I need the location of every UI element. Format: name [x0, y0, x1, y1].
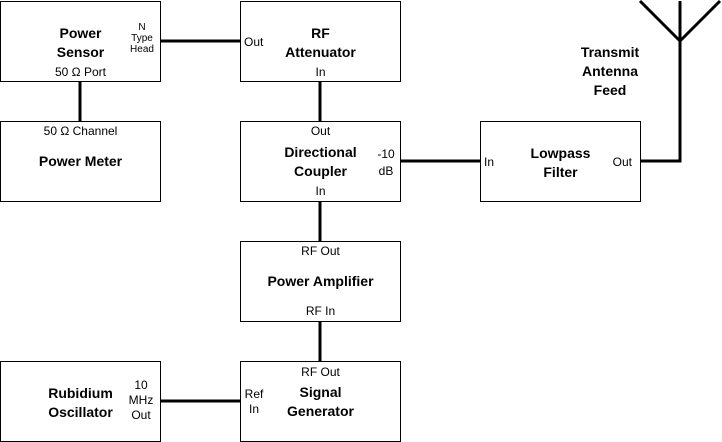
label-line: Antenna [582, 63, 638, 79]
directional-coupler-block: Out Directional Coupler In -10 dB [240, 121, 401, 202]
power-meter-port-top: 50 Ω Channel [43, 124, 118, 138]
label-line: Transmit [580, 44, 640, 60]
title-line: Rubidium [48, 385, 113, 401]
title-line: Filter [543, 164, 578, 180]
title-line: Sensor [56, 44, 105, 60]
power-amplifier-block: RF Out Power Amplifier RF In [240, 241, 401, 322]
port-line: Head [130, 44, 154, 55]
lowpass-filter-block: Lowpass Filter In Out [480, 121, 641, 202]
power-sensor-block: Power Sensor 50 Ω Port N Type Head [0, 1, 161, 82]
power-meter-title: Power Meter [38, 153, 123, 169]
port-line: Type [131, 33, 153, 44]
title-line: Power [59, 25, 102, 41]
title-line: Lowpass [530, 145, 591, 161]
power-sensor-port-right: N Type Head [125, 22, 159, 55]
signal-generator-title: Signal Generator [241, 383, 400, 421]
title-line: Directional [284, 144, 357, 160]
port-line: Out [131, 408, 151, 422]
port-line: Ref [244, 387, 264, 401]
directional-coupler-port-bottom: In [315, 184, 326, 198]
antenna-label: Transmit Antenna Feed [560, 43, 660, 100]
title-line: Oscillator [48, 404, 113, 420]
antenna-icon [638, 0, 722, 43]
signal-generator-block: RF Out Signal Generator Ref In [240, 361, 401, 442]
title-line: Signal [299, 384, 342, 400]
signal-generator-port-left: Ref In [242, 387, 266, 417]
title-line: RF [311, 25, 330, 41]
wire-filter-antenna [640, 41, 682, 163]
power-sensor-title: Power Sensor [1, 24, 160, 62]
rubidium-oscillator-title: Rubidium Oscillator [1, 384, 160, 422]
directional-coupler-title: Directional Coupler [241, 143, 400, 181]
lowpass-filter-port-left: In [484, 155, 495, 169]
title-line: Coupler [294, 163, 347, 179]
directional-coupler-port-top: Out [310, 124, 331, 138]
power-amplifier-title: Power Amplifier [267, 273, 374, 289]
port-line: -10 [377, 147, 395, 161]
lowpass-filter-port-right: Out [612, 155, 632, 169]
title-line: Generator [287, 403, 354, 419]
port-line: In [248, 402, 259, 416]
power-amplifier-port-top: RF Out [301, 244, 340, 258]
rf-attenuator-block: RF Attenuator Out In [240, 1, 401, 82]
port-line: MHz [128, 393, 154, 407]
rubidium-oscillator-block: Rubidium Oscillator 10 MHz Out [0, 361, 161, 442]
power-meter-block: 50 Ω Channel Power Meter [0, 121, 161, 202]
lowpass-filter-title: Lowpass Filter [481, 144, 640, 182]
rf-attenuator-title: RF Attenuator [241, 24, 400, 62]
label-line: Feed [593, 82, 627, 98]
power-amplifier-port-bottom: RF In [305, 304, 336, 318]
rf-attenuator-port-left: Out [244, 35, 264, 49]
rubidium-oscillator-port-right: 10 MHz Out [123, 378, 159, 423]
title-line: Attenuator [285, 44, 356, 60]
directional-coupler-port-right: -10 dB [372, 146, 400, 180]
signal-generator-port-top: RF Out [301, 365, 340, 379]
rf-attenuator-port-bottom: In [315, 65, 326, 79]
power-sensor-port-bottom: 50 Ω Port [55, 65, 106, 79]
port-line: dB [378, 164, 394, 178]
port-line: 10 [134, 378, 148, 392]
port-line: N [138, 22, 146, 33]
